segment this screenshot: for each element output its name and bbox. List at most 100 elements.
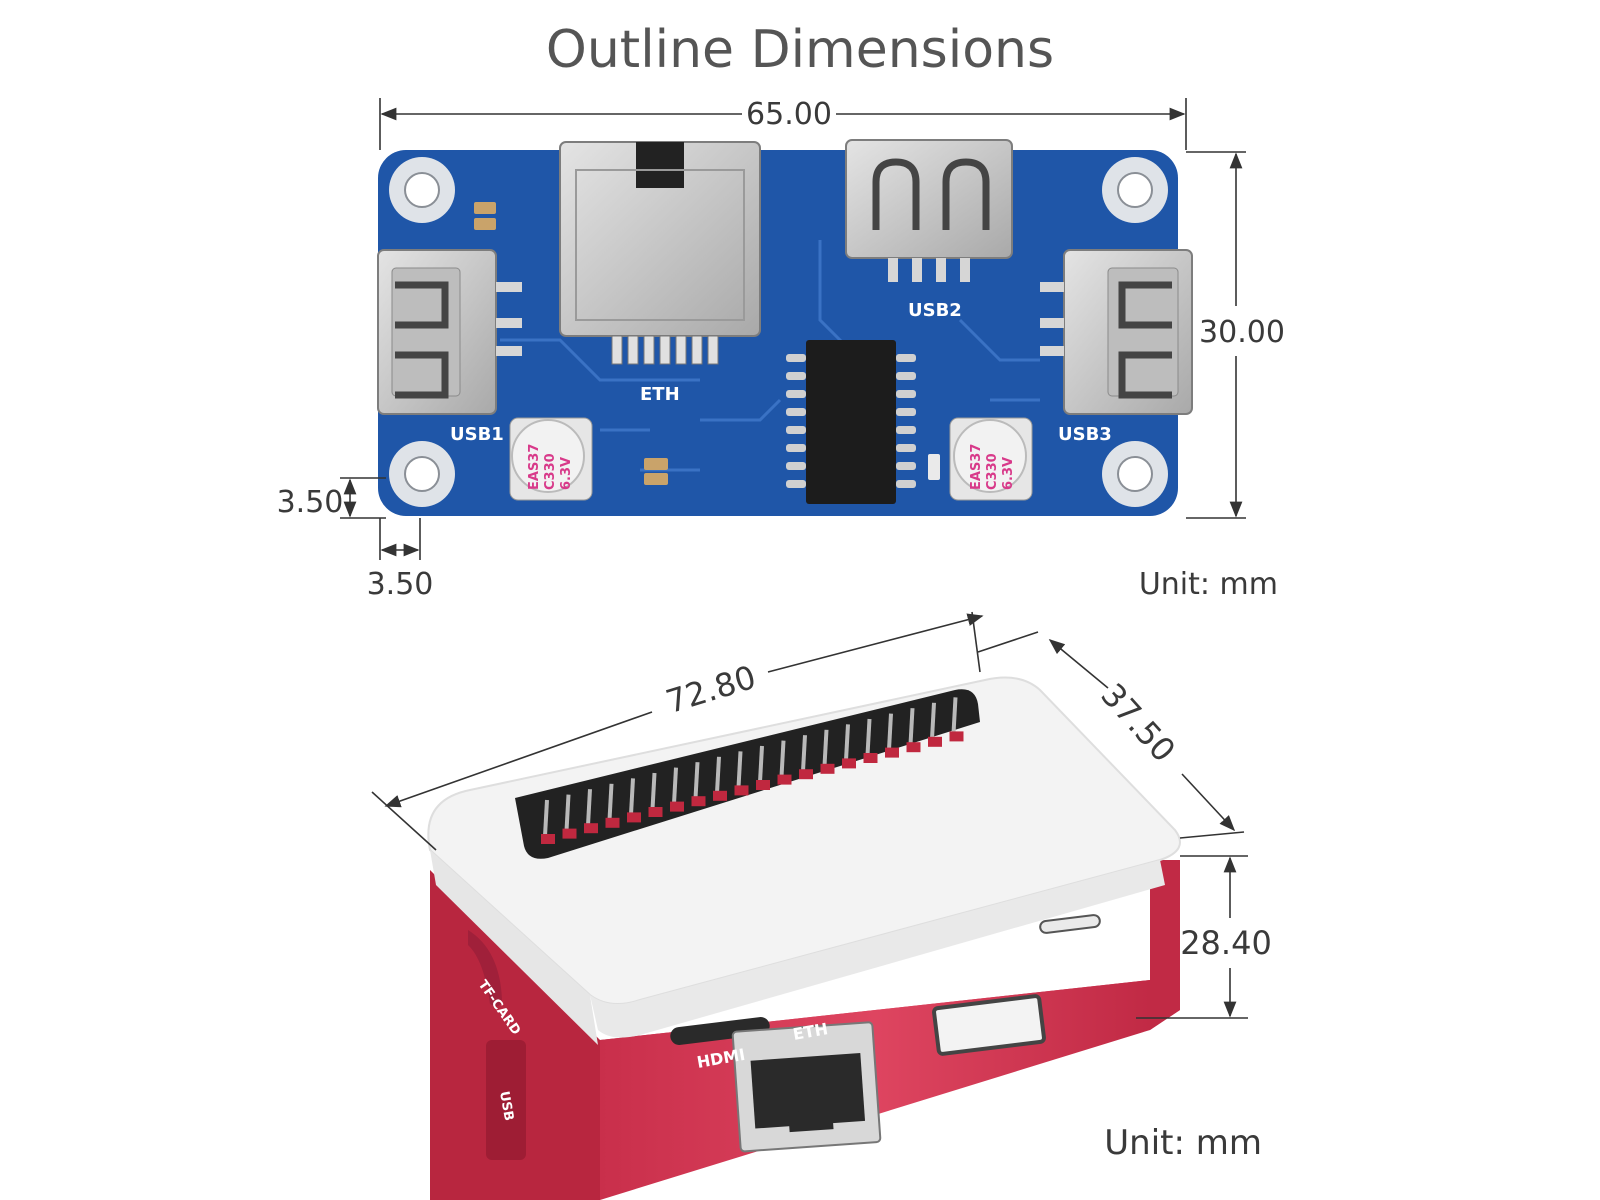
ic-pin bbox=[786, 462, 806, 470]
ic-pin bbox=[786, 390, 806, 398]
gpio-pin bbox=[887, 713, 893, 750]
hole-offset-y-label: 3.50 bbox=[277, 485, 344, 520]
capacitor-left-text-2: C330 bbox=[543, 453, 558, 490]
eth-connector bbox=[559, 141, 761, 365]
board-unit-label: Unit: mm bbox=[1139, 567, 1278, 602]
gpio-pin-header bbox=[799, 769, 813, 780]
gpio-pin bbox=[844, 724, 850, 761]
side-usb-port bbox=[486, 1040, 526, 1160]
board-width-label: 65.00 bbox=[746, 97, 832, 132]
hole-offset-x-label: 3.50 bbox=[367, 567, 434, 602]
tf-card-slot bbox=[468, 930, 502, 1007]
gpio-pin-header bbox=[734, 785, 749, 796]
ic-pin bbox=[896, 390, 916, 398]
gpio-pin bbox=[758, 745, 764, 783]
capacitor-left: EAS37 C330 6.3V bbox=[509, 417, 593, 501]
ic-pin bbox=[786, 480, 806, 488]
page-title: Outline Dimensions bbox=[545, 20, 1055, 80]
usb-port bbox=[932, 994, 1046, 1056]
ic-pin bbox=[896, 426, 916, 434]
gpio-pin-header bbox=[541, 834, 555, 844]
ic-pin bbox=[896, 354, 916, 362]
case-label-pwr: PWR bbox=[1048, 932, 1087, 954]
eth-port bbox=[731, 1021, 882, 1153]
gpio-pin bbox=[801, 735, 807, 772]
pcb-board: EAS37 C330 6.3V EAS37 C330 6.3V USB1 ETH… bbox=[377, 139, 1193, 516]
gpio-pin-header bbox=[691, 796, 706, 807]
capacitor-left-text-3: 6.3V bbox=[559, 457, 574, 490]
gpio-pin bbox=[672, 767, 678, 804]
gpio-pin-header bbox=[949, 731, 964, 742]
usb3-connector bbox=[1040, 249, 1193, 415]
case-height-label: 28.40 bbox=[1180, 924, 1272, 962]
gpio-pin-header bbox=[562, 828, 577, 839]
case-length-label: 72.80 bbox=[661, 658, 760, 721]
ic-pin bbox=[786, 408, 806, 416]
capacitor-right-text-3: 6.3V bbox=[1001, 457, 1016, 490]
gpio-pin-header bbox=[605, 817, 620, 828]
silk-label-usb1: USB1 bbox=[450, 424, 504, 445]
silk-label-usb3: USB3 bbox=[1058, 424, 1112, 445]
capacitor-right-text-2: C330 bbox=[985, 453, 1000, 490]
gpio-pin-header bbox=[820, 763, 835, 774]
gpio-pin bbox=[908, 708, 915, 745]
gpio-pin-header bbox=[584, 823, 598, 834]
capacitor-right-text-1: EAS37 bbox=[969, 444, 984, 490]
case-enclosure: HDMI ETH USB PWR TF-CARD USB bbox=[427, 676, 1181, 1200]
gpio-pin bbox=[865, 718, 872, 756]
gpio-pin bbox=[564, 794, 571, 831]
pcb-body bbox=[378, 150, 1178, 516]
gpio-pin bbox=[607, 783, 614, 820]
gpio-pin-header bbox=[777, 774, 792, 785]
hdmi-port bbox=[670, 1017, 770, 1045]
gpio-pin bbox=[822, 729, 829, 766]
capacitor-right: EAS37 C330 6.3V bbox=[949, 417, 1033, 501]
pwr-led bbox=[1039, 914, 1101, 934]
gpio-pin-header bbox=[648, 807, 663, 817]
gpio-pin bbox=[693, 762, 700, 799]
gpio-pin bbox=[779, 740, 786, 777]
usb1-connector bbox=[377, 249, 522, 415]
pcb-traces bbox=[500, 240, 1040, 472]
case-dimensions bbox=[371, 611, 1248, 1019]
case-unit-label: Unit: mm bbox=[1104, 1123, 1262, 1163]
gpio-pin-header bbox=[627, 812, 641, 823]
ic-pin bbox=[896, 480, 916, 488]
capacitor-left-text-1: EAS37 bbox=[527, 444, 542, 490]
gpio-pin bbox=[930, 702, 936, 739]
silk-label-usb2: USB2 bbox=[908, 300, 962, 321]
gpio-pin-header bbox=[863, 753, 878, 763]
gpio-pin bbox=[650, 772, 657, 810]
case-label-usb-side: USB bbox=[496, 1090, 516, 1122]
mounting-holes bbox=[389, 157, 1168, 507]
gpio-pin bbox=[543, 799, 549, 837]
ic-pin bbox=[896, 408, 916, 416]
board-height-label: 30.00 bbox=[1199, 315, 1285, 350]
ic-pin bbox=[786, 354, 806, 362]
gpio-pin-header bbox=[713, 790, 727, 801]
case-width-label: 37.50 bbox=[1093, 676, 1183, 770]
gpio-pin bbox=[586, 789, 592, 826]
gpio-pin-header bbox=[756, 780, 770, 790]
gpio-pins bbox=[541, 697, 964, 844]
ic-pin bbox=[786, 444, 806, 452]
gpio-pin-header bbox=[885, 747, 899, 758]
silk-label-eth: ETH bbox=[640, 384, 680, 405]
gpio-pin bbox=[629, 778, 635, 815]
ic-pin bbox=[896, 462, 916, 470]
gpio-pin bbox=[715, 756, 721, 793]
ic-pin bbox=[786, 372, 806, 380]
gpio-pin bbox=[736, 751, 743, 788]
ic-pin bbox=[786, 426, 806, 434]
gpio-pin-header bbox=[670, 801, 684, 812]
smd-components bbox=[474, 202, 940, 485]
gpio-pin bbox=[951, 697, 958, 734]
gpio-pin-header bbox=[906, 742, 921, 753]
ic-pin bbox=[896, 372, 916, 380]
board-dimensions bbox=[340, 98, 1246, 560]
ic-pin bbox=[896, 444, 916, 452]
usb2-connector bbox=[845, 139, 1013, 282]
gpio-pin-header bbox=[842, 758, 856, 769]
